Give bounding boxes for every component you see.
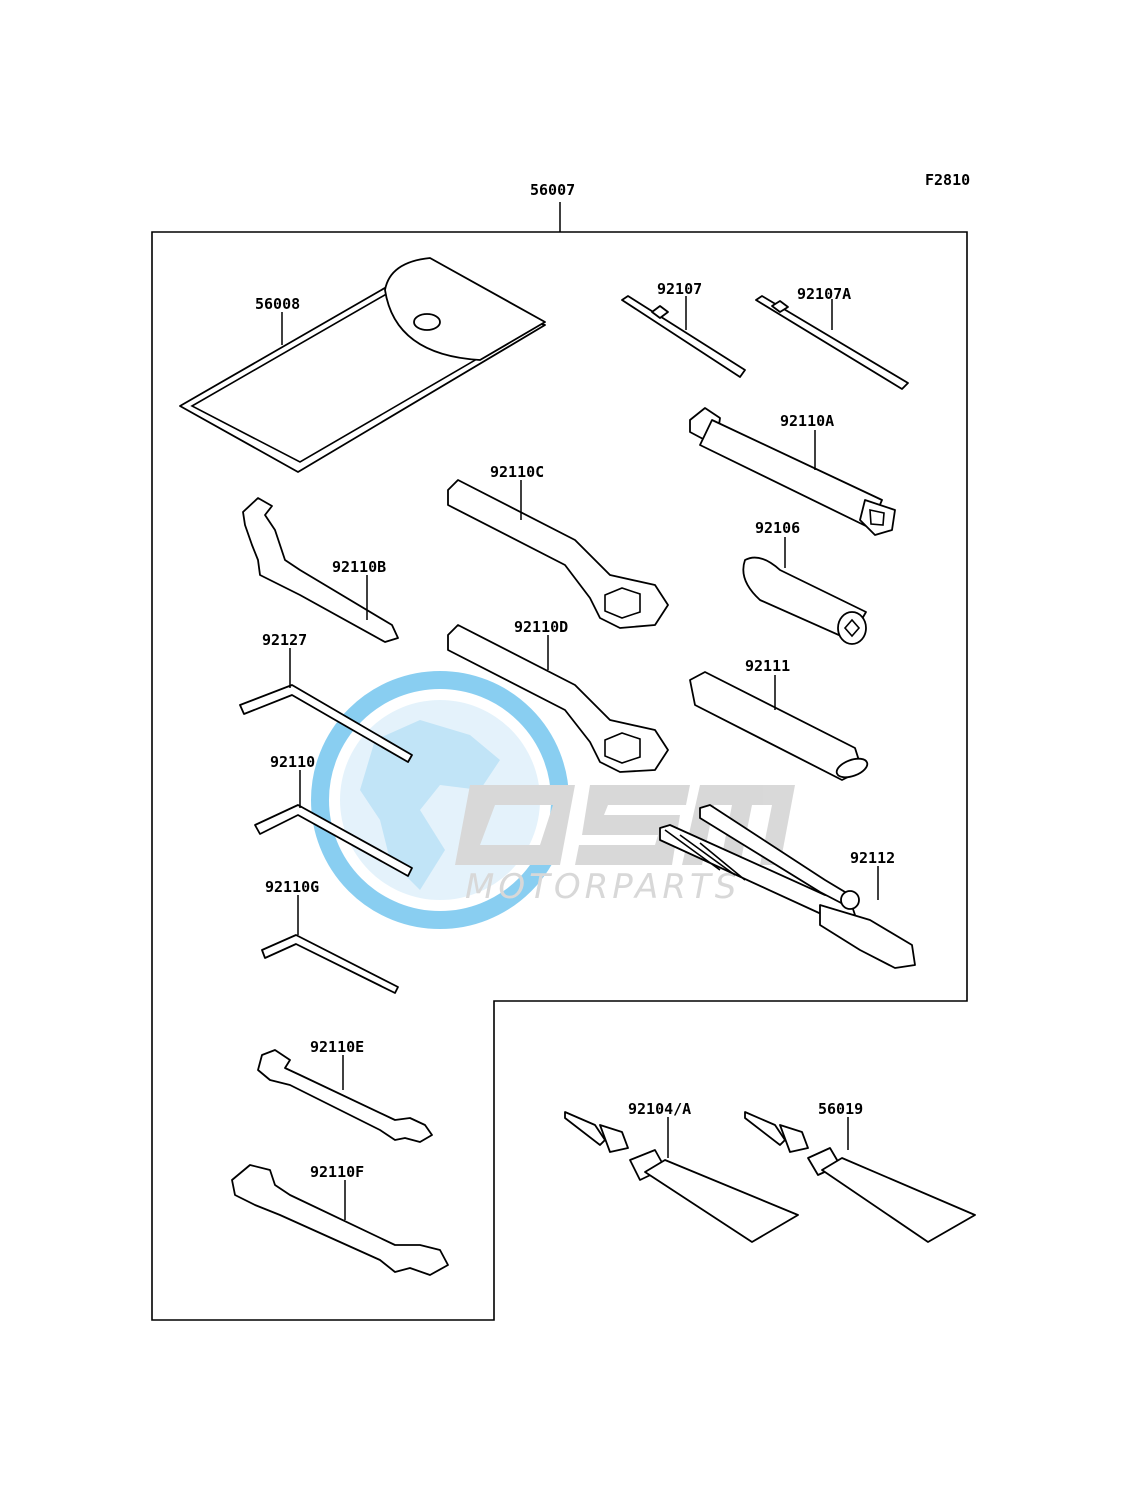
label-92107A: 92107A	[797, 285, 851, 303]
part-92110D-box-wrench: 92110D	[447, 618, 669, 773]
label-92107: 92107	[657, 280, 702, 298]
part-92110C-box-wrench: 92110C	[447, 463, 669, 629]
label-92110E: 92110E	[310, 1038, 364, 1056]
label-92110F: 92110F	[310, 1163, 364, 1181]
label-92110: 92110	[270, 753, 315, 771]
watermark-subtext: MOTORPARTS	[465, 867, 740, 907]
assembly-part-label: 56007	[530, 181, 575, 199]
watermark-continents	[360, 720, 500, 890]
label-92110A: 92110A	[780, 412, 834, 430]
part-92107-bit: 92107	[621, 280, 746, 378]
label-92110C: 92110C	[490, 463, 544, 481]
part-92110A-socket-wrench: 92110A	[689, 407, 896, 536]
part-92110-hex-key: 92110	[254, 753, 413, 877]
part-92112-pliers: 92112	[659, 804, 916, 969]
part-92110F-open-wrench: 92110F	[231, 1163, 449, 1276]
label-92127: 92127	[262, 631, 307, 649]
part-92110E-open-wrench: 92110E	[257, 1038, 433, 1143]
figure-id: F2810	[925, 171, 970, 189]
part-92111-handle-bar: 92111	[689, 657, 869, 781]
watermark-oem-letters	[455, 785, 795, 865]
label-92104A: 92104/A	[628, 1100, 691, 1118]
label-92111: 92111	[745, 657, 790, 675]
label-92110B: 92110B	[332, 558, 386, 576]
kit-frame	[151, 231, 968, 1321]
part-56008-pouch: 56008	[179, 257, 546, 473]
label-56019: 56019	[818, 1100, 863, 1118]
part-92107A-bit: 92107A	[755, 285, 909, 390]
part-56019-tube: 56019	[744, 1100, 976, 1243]
label-92110G: 92110G	[265, 878, 319, 896]
label-92110D: 92110D	[514, 618, 568, 636]
part-92110G-hex-key: 92110G	[261, 878, 399, 994]
label-56008: 56008	[255, 295, 300, 313]
part-92104A-tube: 92104/A	[564, 1100, 799, 1243]
label-92106: 92106	[755, 519, 800, 537]
label-92112: 92112	[850, 849, 895, 867]
part-92127-hex-key: 92127	[239, 631, 413, 763]
part-92110B-hook-wrench: 92110B	[242, 497, 399, 643]
part-92106-socket: 92106	[742, 519, 867, 645]
